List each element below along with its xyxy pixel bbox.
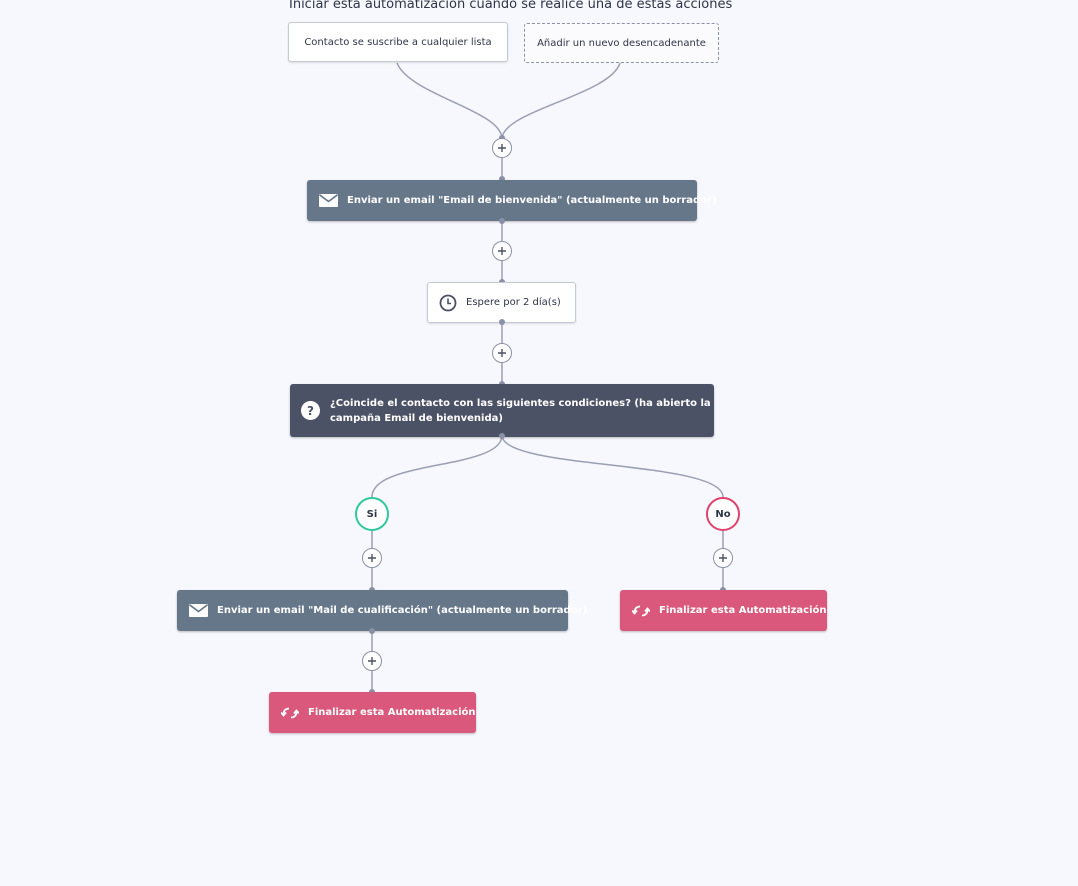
connector-dot — [369, 628, 375, 634]
send-email-welcome-step[interactable]: Enviar un email "Email de bienvenida" (a… — [307, 180, 717, 221]
connector-dot — [499, 218, 505, 224]
add-trigger-label: Añadir un nuevo desencadenante — [537, 37, 706, 49]
connector-dot — [499, 176, 505, 182]
add-step-button[interactable] — [362, 548, 382, 568]
envelope-icon — [189, 604, 208, 617]
wait-step[interactable]: Espere por 2 día(s) — [427, 282, 576, 323]
question-icon: ? — [301, 401, 320, 420]
plus-icon — [719, 554, 727, 562]
trigger-subscribe-label: Contacto se suscribe a cualquier lista — [304, 36, 492, 48]
add-step-button[interactable] — [362, 651, 382, 671]
condition-line-1: ¿Coincide el contacto con las siguientes… — [330, 397, 711, 409]
plus-icon — [368, 657, 376, 665]
connector-dot — [499, 319, 505, 325]
send-email-welcome-label: Enviar un email "Email de bienvenida" (a… — [347, 195, 717, 206]
end-automation-yes-label: Finalizar esta Automatización — [308, 707, 476, 718]
add-trigger-button[interactable]: Añadir un nuevo desencadenante — [524, 23, 719, 63]
branch-no: No — [706, 497, 740, 531]
plus-icon — [498, 144, 506, 152]
trigger-subscribe-card[interactable]: Contacto se suscribe a cualquier lista — [288, 22, 508, 62]
branch-no-label: No — [715, 508, 731, 520]
end-automation-no-label: Finalizar esta Automatización — [659, 605, 827, 616]
plus-icon — [368, 554, 376, 562]
condition-step[interactable]: ? ¿Coincide el contacto con las siguient… — [290, 384, 714, 437]
branch-yes-label: Si — [366, 508, 378, 520]
send-email-qualify-label: Enviar un email "Mail de cualificación" … — [217, 605, 588, 616]
add-step-button[interactable] — [492, 138, 512, 158]
connector-dot — [499, 433, 505, 439]
add-step-button[interactable] — [713, 548, 733, 568]
end-automation-yes-step[interactable]: Finalizar esta Automatización — [269, 692, 476, 733]
wait-label: Espere por 2 día(s) — [466, 297, 561, 308]
add-step-button[interactable] — [492, 241, 512, 261]
add-step-button[interactable] — [492, 343, 512, 363]
plus-icon — [498, 349, 506, 357]
refresh-icon — [281, 706, 299, 720]
condition-text: ¿Coincide el contacto con las siguientes… — [330, 396, 711, 426]
send-email-qualify-step[interactable]: Enviar un email "Mail de cualificación" … — [177, 590, 587, 631]
refresh-icon — [632, 604, 650, 618]
envelope-icon — [319, 194, 338, 207]
trigger-heading: Iniciar esta automatización cuando se re… — [289, 0, 733, 12]
branch-yes: Si — [355, 497, 389, 531]
end-automation-no-step[interactable]: Finalizar esta Automatización — [620, 590, 827, 631]
svg-text:?: ? — [307, 404, 314, 418]
plus-icon — [498, 247, 506, 255]
clock-icon — [439, 294, 457, 312]
condition-line-2: campaña Email de bienvenida) — [330, 412, 503, 424]
